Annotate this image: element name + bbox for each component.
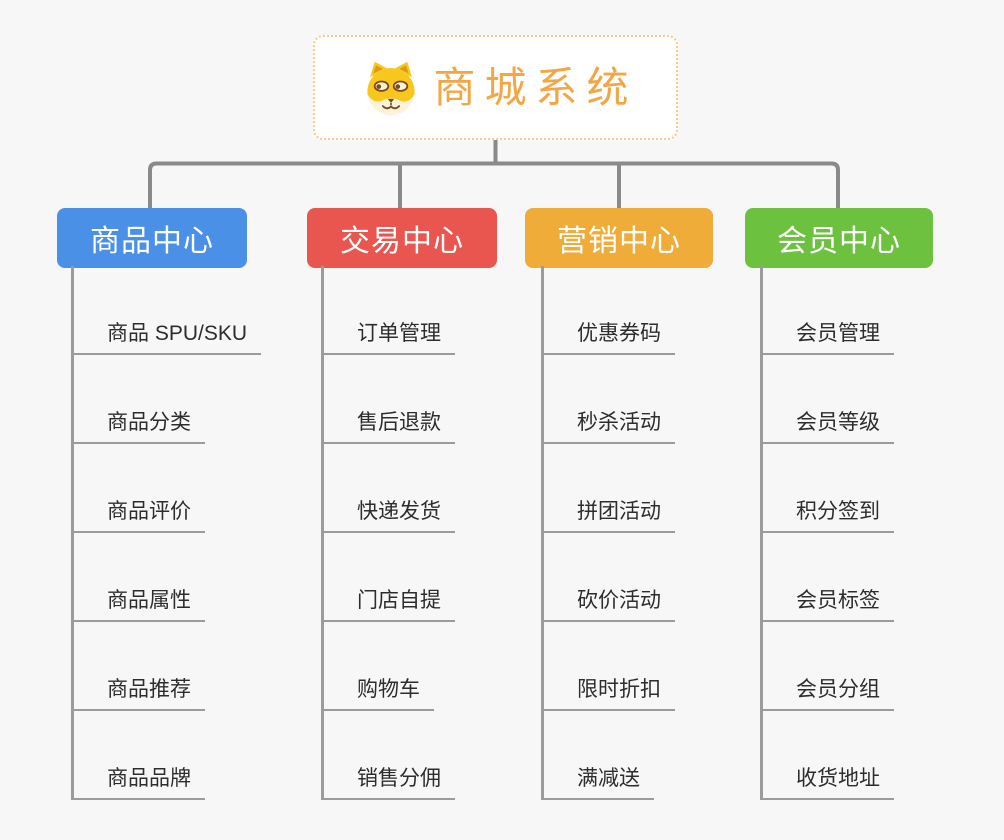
leaf-node[interactable]: 会员标签 xyxy=(763,588,894,622)
branch-label: 会员中心 xyxy=(777,225,901,258)
branch-label: 交易中心 xyxy=(340,225,464,258)
leaf-node[interactable]: 限时折扣 xyxy=(544,677,675,711)
branch-node-marketing-center[interactable]: 营销中心 xyxy=(525,208,713,268)
leaf-node[interactable]: 收货地址 xyxy=(763,766,894,800)
branch-label: 营销中心 xyxy=(557,225,681,258)
branch-children-product-center: 商品 SPU/SKU 商品分类 商品评价 商品属性 商品推荐 商品品牌 xyxy=(71,266,262,800)
root-node[interactable]: 商城系统 xyxy=(313,35,678,140)
branch-node-member-center[interactable]: 会员中心 xyxy=(745,208,933,268)
leaf-node[interactable]: 商品推荐 xyxy=(74,677,205,711)
leaf-node[interactable]: 秒杀活动 xyxy=(544,410,675,444)
root-title: 商城系统 xyxy=(433,63,638,111)
branch-node-product-center[interactable]: 商品中心 xyxy=(57,208,247,268)
leaf-node[interactable]: 拼团活动 xyxy=(544,499,675,533)
leaf-node[interactable]: 商品品牌 xyxy=(74,766,205,800)
leaf-node[interactable]: 会员等级 xyxy=(763,410,894,444)
leaf-node[interactable]: 商品评价 xyxy=(74,499,205,533)
leaf-node[interactable]: 会员管理 xyxy=(763,321,894,355)
leaf-node[interactable]: 商品 SPU/SKU xyxy=(74,321,262,355)
branch-children-trade-center: 订单管理 售后退款 快递发货 门店自提 购物车 销售分佣 xyxy=(321,266,455,800)
leaf-node[interactable]: 优惠券码 xyxy=(544,321,675,355)
leaf-node[interactable]: 商品属性 xyxy=(74,588,205,622)
branch-label: 商品中心 xyxy=(90,225,214,258)
leaf-node[interactable]: 购物车 xyxy=(324,677,434,711)
leaf-node[interactable]: 订单管理 xyxy=(324,321,455,355)
branch-children-member-center: 会员管理 会员等级 积分签到 会员标签 会员分组 收货地址 xyxy=(760,266,894,800)
leaf-node[interactable]: 快递发货 xyxy=(324,499,455,533)
branch-node-trade-center[interactable]: 交易中心 xyxy=(307,208,497,268)
leaf-node[interactable]: 砍价活动 xyxy=(544,588,675,622)
branch-children-marketing-center: 优惠券码 秒杀活动 拼团活动 砍价活动 限时折扣 满减送 xyxy=(541,266,675,800)
leaf-node[interactable]: 满减送 xyxy=(544,766,654,800)
leaf-node[interactable]: 售后退款 xyxy=(324,410,455,444)
leaf-node[interactable]: 会员分组 xyxy=(763,677,894,711)
leaf-node[interactable]: 商品分类 xyxy=(74,410,205,444)
leaf-node[interactable]: 销售分佣 xyxy=(324,766,455,800)
dog-face-icon xyxy=(367,61,416,115)
leaf-node[interactable]: 积分签到 xyxy=(763,499,894,533)
leaf-node[interactable]: 门店自提 xyxy=(324,588,455,622)
